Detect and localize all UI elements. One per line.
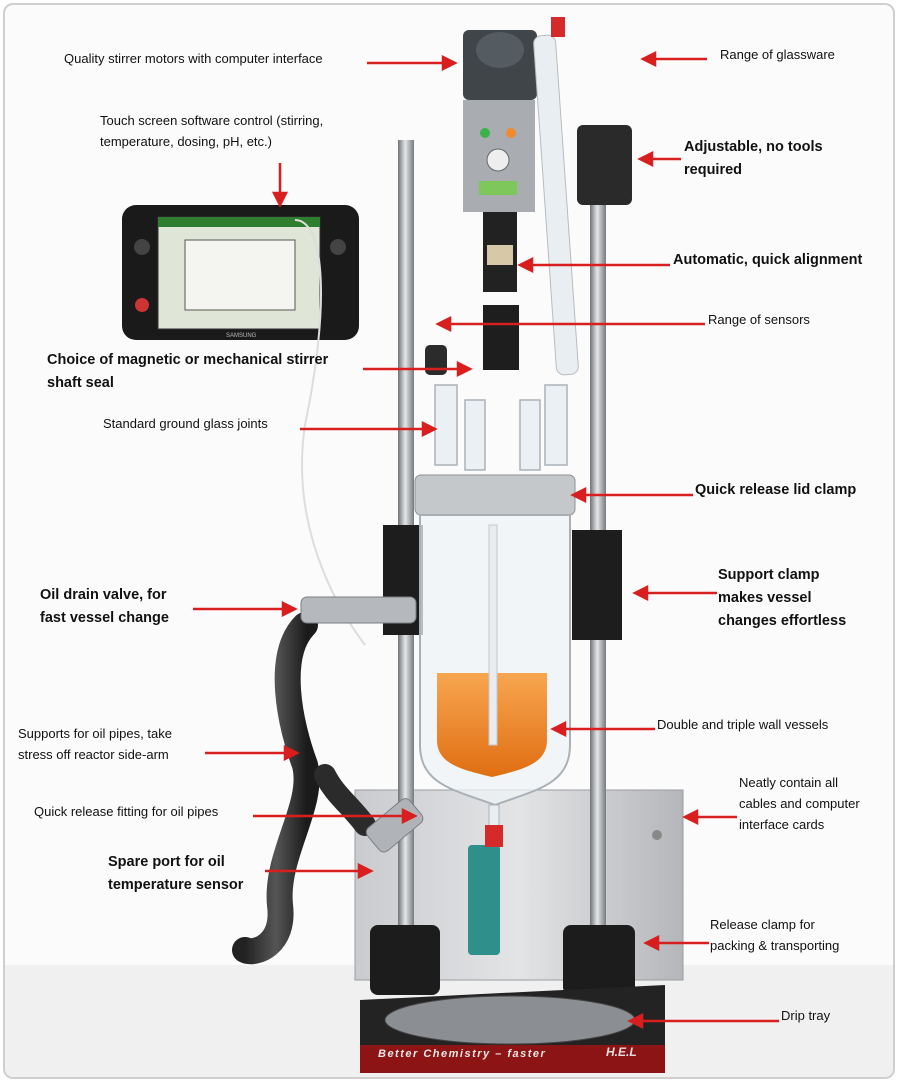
label-release-clamp-1: Release clamp for xyxy=(710,917,815,932)
label-stirrer-motors: Quality stirrer motors with computer int… xyxy=(64,51,323,66)
label-adjustable-1: Adjustable, no tools xyxy=(684,139,823,155)
label-shaft-seal-2: shaft seal xyxy=(47,375,114,391)
oil-pipe xyxy=(232,612,320,965)
lid-clamp-ring xyxy=(414,474,576,516)
label-spare-port-2: temperature sensor xyxy=(108,877,244,893)
label-vessels: Double and triple wall vessels xyxy=(657,717,829,732)
label-shaft-seal-1: Choice of magnetic or mechanical stirrer xyxy=(47,352,329,368)
oil-drain-valve xyxy=(300,596,417,624)
label-support-clamp-2: makes vessel xyxy=(718,590,812,606)
label-adjustable-2: required xyxy=(684,162,743,178)
label-support-clamp-1: Support clamp xyxy=(718,567,820,583)
label-cables-1: Neatly contain all xyxy=(739,775,838,790)
label-cables-2: cables and computer xyxy=(739,796,860,811)
stirrer-motor xyxy=(463,30,537,370)
label-lid-clamp: Quick release lid clamp xyxy=(695,482,857,498)
label-touch-screen-2: temperature, dosing, pH, etc.) xyxy=(100,134,272,149)
reactor-illustration: SAMSUNG xyxy=(5,17,893,1077)
touch-screen-tablet: SAMSUNG xyxy=(122,205,359,340)
label-glass-joints: Standard ground glass joints xyxy=(103,416,268,431)
label-drip-tray: Drip tray xyxy=(781,1008,831,1023)
screen-brand-text: SAMSUNG xyxy=(226,333,257,339)
label-oil-supports-1: Supports for oil pipes, take xyxy=(18,726,172,741)
label-glassware: Range of glassware xyxy=(720,47,835,62)
label-spare-port-1: Spare port for oil xyxy=(108,854,225,870)
label-support-clamp-3: changes effortless xyxy=(718,613,847,629)
right-vessel-clamp xyxy=(572,530,622,640)
label-oil-drain-1: Oil drain valve, for xyxy=(40,587,167,603)
right-release-clamp xyxy=(563,925,635,995)
label-fitting: Quick release fitting for oil pipes xyxy=(34,804,219,819)
base-logo: H.E.L xyxy=(606,1045,637,1059)
condenser xyxy=(533,17,579,376)
label-oil-supports-2: stress off reactor side-arm xyxy=(18,747,169,762)
label-alignment: Automatic, quick alignment xyxy=(673,252,863,268)
drip-tray xyxy=(360,985,665,1073)
image-frame: SAMSUNG xyxy=(3,3,895,1079)
label-touch-screen-1: Touch screen software control (stirring, xyxy=(100,113,324,128)
glassware-clamp xyxy=(577,125,632,205)
sensor-connector xyxy=(468,845,500,955)
label-sensors: Range of sensors xyxy=(708,312,810,327)
reactor-vessel xyxy=(419,514,571,846)
callout-arrows xyxy=(193,50,779,1030)
label-cables-3: interface cards xyxy=(739,817,825,832)
base-slogan: Better Chemistry – faster xyxy=(378,1048,547,1060)
left-release-clamp xyxy=(370,925,440,995)
label-release-clamp-2: packing & transporting xyxy=(710,938,840,953)
label-oil-drain-2: fast vessel change xyxy=(40,610,169,626)
